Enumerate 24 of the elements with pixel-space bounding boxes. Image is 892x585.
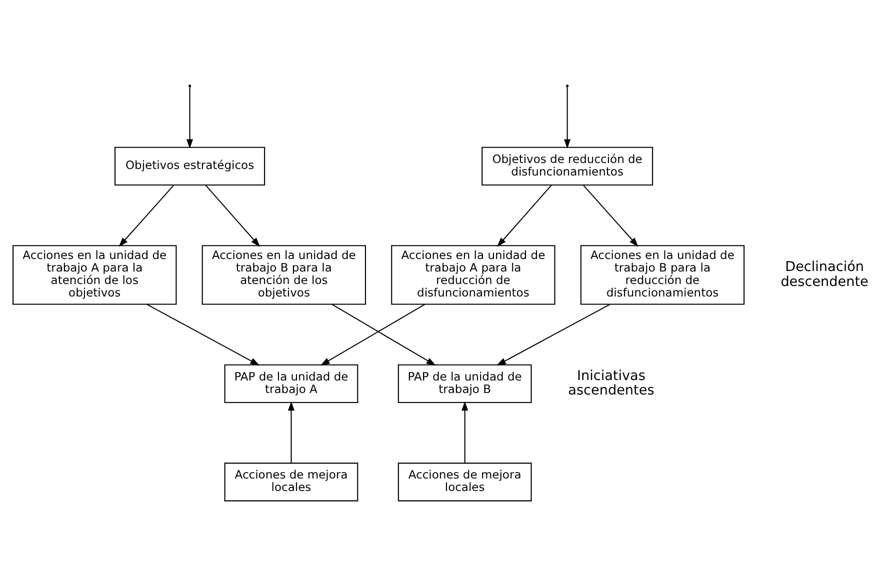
arrow [564, 86, 571, 148]
node-box: Acciones en la unidad de trabajo B para la atención de los objetivos [202, 244, 366, 304]
node-box: Acciones de mejora locales [398, 462, 532, 501]
arrow [320, 303, 426, 366]
arrow [462, 400, 468, 462]
arrow [496, 303, 610, 366]
arrow [288, 400, 295, 462]
node-box: Acciones en la unidad de trabajo A para la reducción de disfuncionamientos [391, 244, 556, 304]
arrow [583, 184, 638, 246]
node-box: Acciones en la unidad de trabajo B para la reducción de disfuncionamientos [580, 244, 745, 304]
arrow [332, 303, 436, 366]
arrow [146, 303, 260, 366]
node-box: Acciones en la unidad de trabajo A para la atención de los objetivos [12, 244, 177, 304]
node-box: Objetivos estratégicos [114, 146, 266, 186]
node-box: PAP de la unidad de trabajo B [398, 364, 532, 403]
arrow [186, 86, 194, 148]
node-box: Acciones de mejora locales [224, 462, 358, 501]
arrow [205, 184, 260, 246]
node-box: PAP de la unidad de trabajo A [224, 364, 358, 403]
label: Iniciativas ascendentes [568, 367, 654, 398]
arrow [118, 184, 174, 246]
label: Declinación descendente [780, 258, 868, 290]
arrow [497, 184, 552, 246]
node-box: Objetivos de reducción de disfuncionamientos [482, 146, 654, 186]
